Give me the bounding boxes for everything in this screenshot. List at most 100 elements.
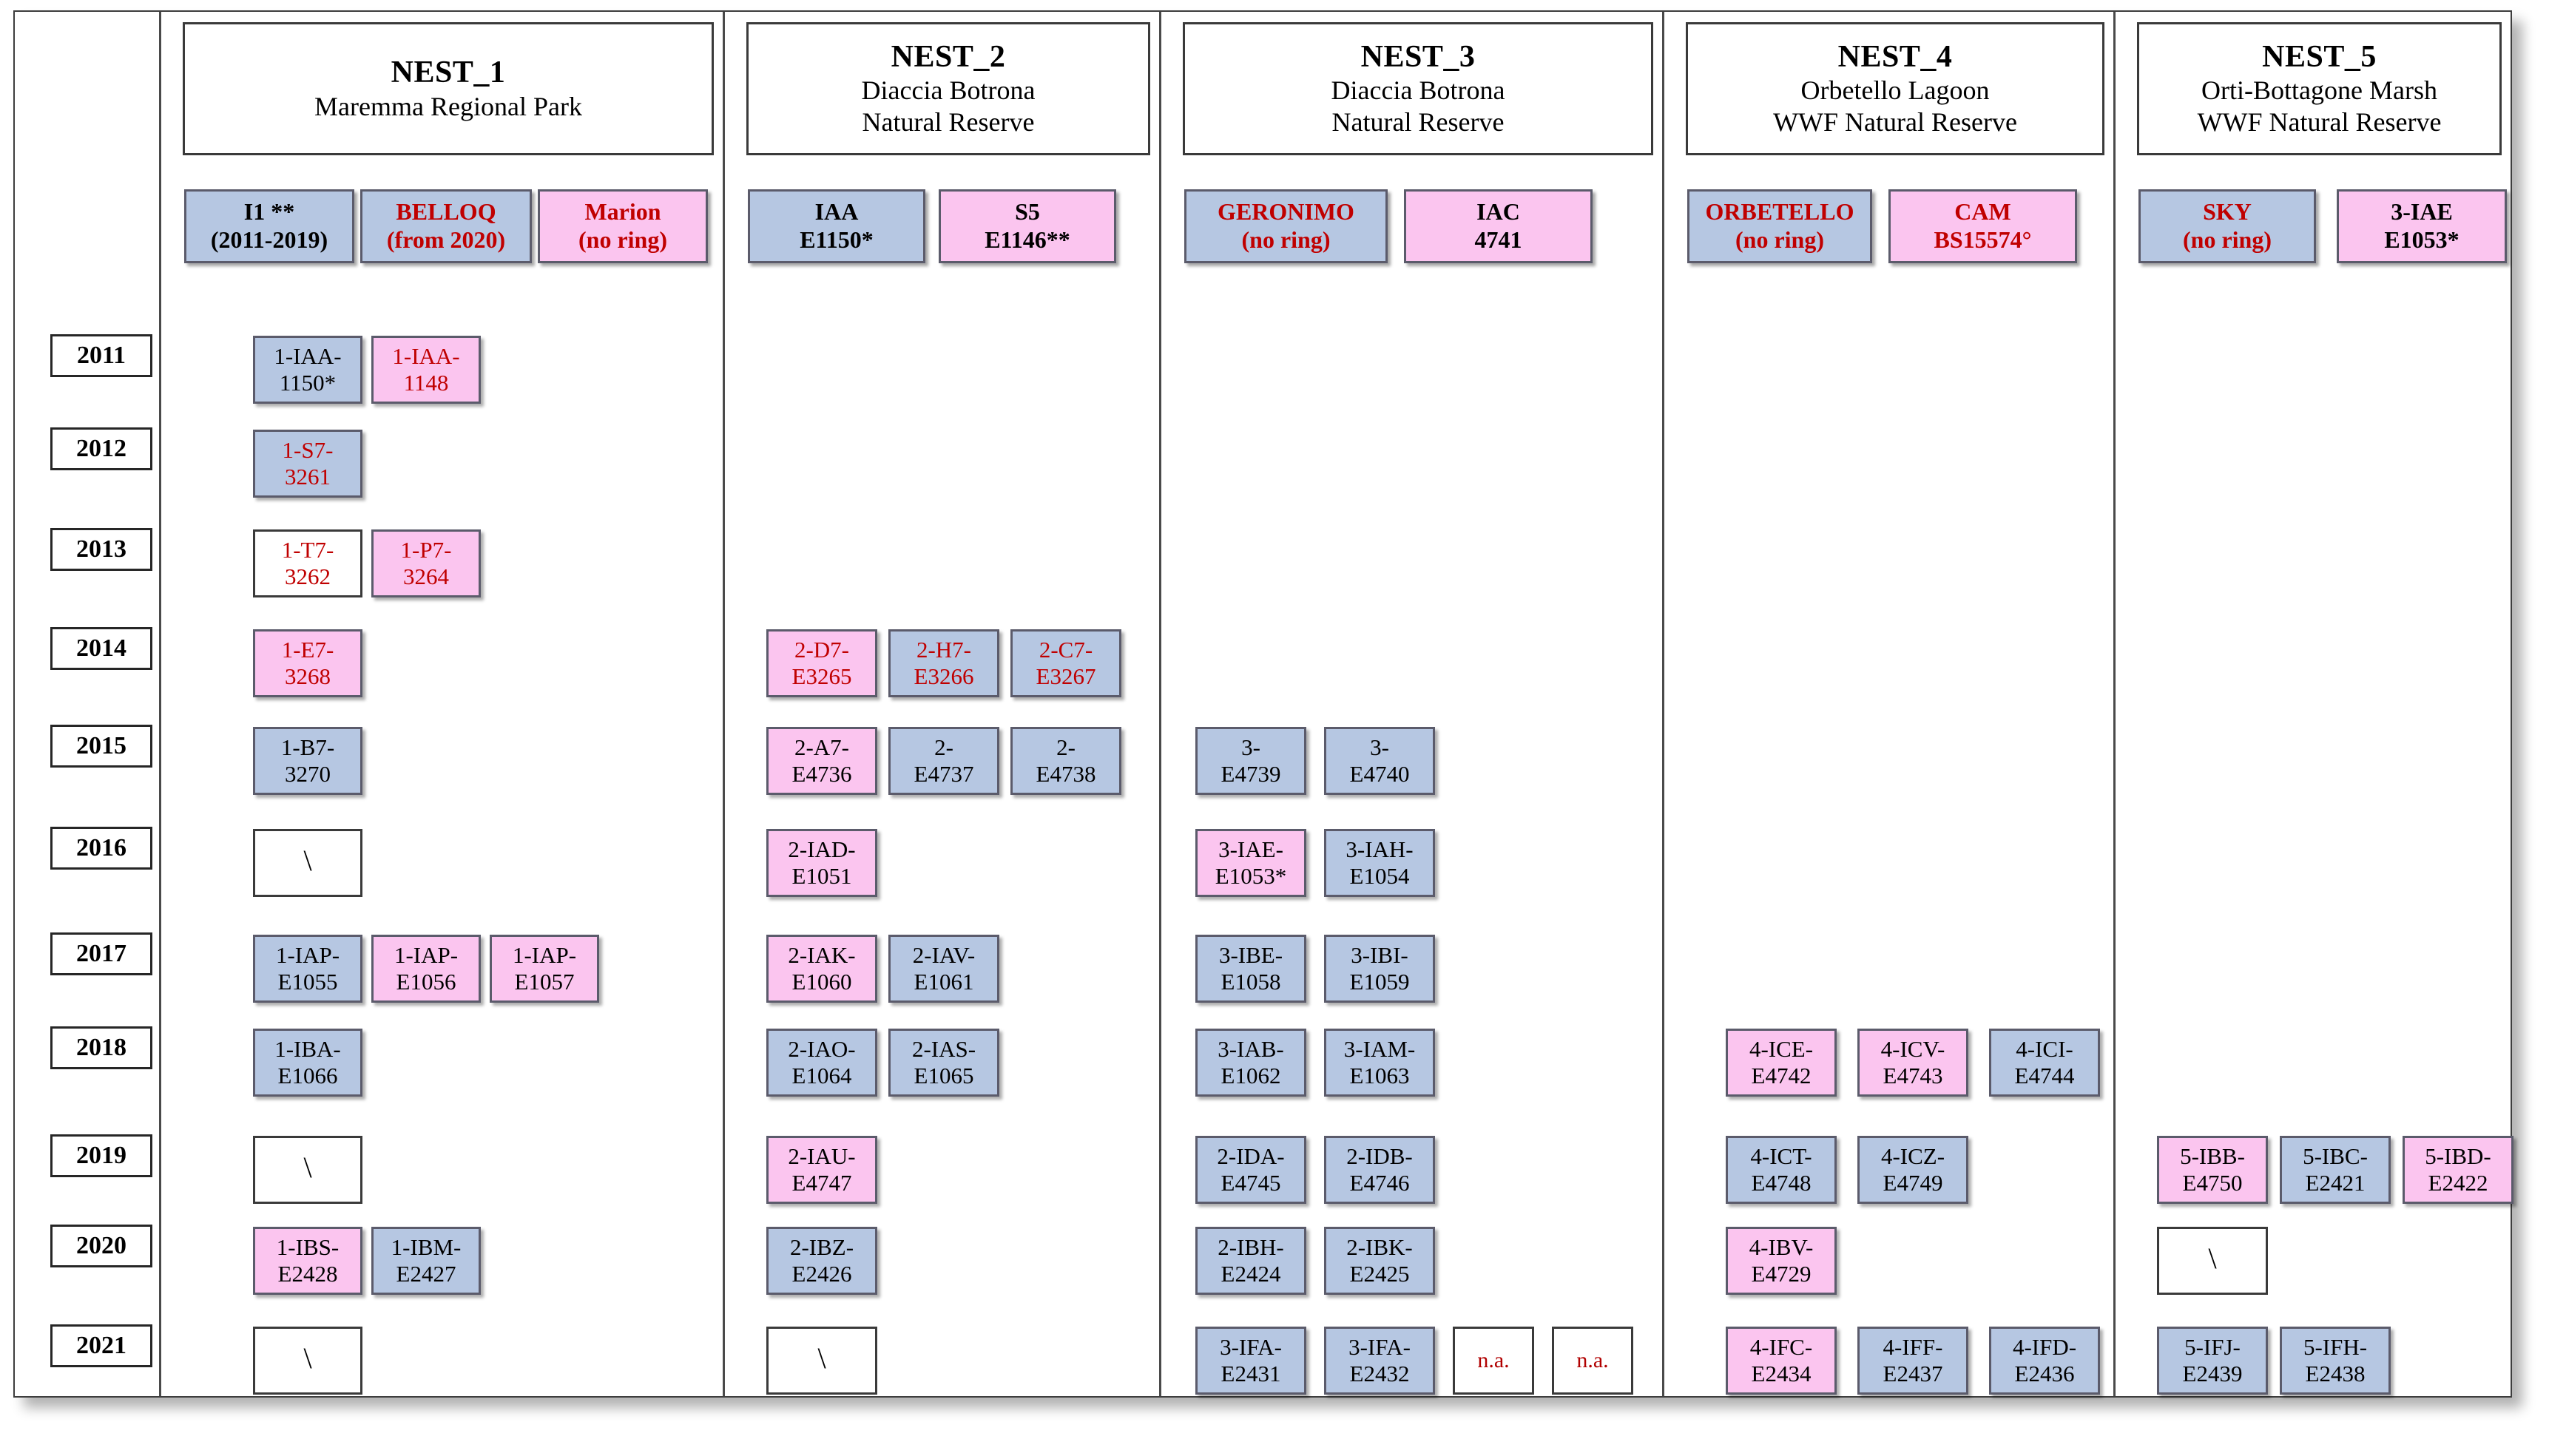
adult-bird-name: CAM xyxy=(1954,198,2011,226)
chick-cell: 1-S7-3261 xyxy=(253,430,362,498)
empty-cell-marker: \ xyxy=(253,829,362,897)
chick-cell: 1-IAP-E1057 xyxy=(490,935,599,1003)
year-label-2012: 2012 xyxy=(50,427,152,470)
chick-code-line1: 2-IAO- xyxy=(788,1036,856,1063)
chick-code-line1: 1-P7- xyxy=(400,537,452,563)
adult-bird-box: ORBETELLO(no ring) xyxy=(1687,189,1872,263)
chick-code-line2: E2422 xyxy=(2428,1170,2488,1196)
chick-code-line1: 5-IFJ- xyxy=(2184,1334,2241,1361)
chick-cell: 2-IDA-E4745 xyxy=(1195,1136,1306,1204)
chick-code-line2: E4739 xyxy=(1221,761,1281,787)
chick-code-line1: 1-B7- xyxy=(280,734,335,761)
not-available-cell: n.a. xyxy=(1552,1327,1633,1395)
nest-location-line: Diaccia Botrona xyxy=(1331,75,1505,105)
chick-code-line2: E2434 xyxy=(1751,1361,1812,1386)
chick-cell: 2-H7-E3266 xyxy=(888,629,999,697)
chick-code-line2: E2426 xyxy=(791,1261,852,1287)
chick-cell: 3-IAB-E1062 xyxy=(1195,1029,1306,1097)
chick-code-line1: 3- xyxy=(1370,734,1389,761)
nest-title: NEST_2 xyxy=(891,39,1006,74)
year-label-2013: 2013 xyxy=(50,528,152,571)
chick-cell: 3-IAE-E1053* xyxy=(1195,829,1306,897)
empty-cell-marker: \ xyxy=(766,1327,877,1395)
chick-code-line2: E1058 xyxy=(1221,969,1281,995)
chick-code-line1: 5-IBC- xyxy=(2303,1143,2368,1170)
nest-title: NEST_5 xyxy=(2262,39,2377,74)
chick-code-line2: 1150* xyxy=(279,370,337,396)
chick-code-line2: E4736 xyxy=(791,761,852,787)
chick-code-line1: 1-IAA- xyxy=(274,343,342,370)
chick-code-line2: E2431 xyxy=(1221,1361,1281,1386)
chick-code-line1: 4-IFF- xyxy=(1883,1334,1943,1361)
column-divider-2 xyxy=(723,12,725,1396)
chick-code-line1: 1-IAP- xyxy=(512,942,577,969)
adult-bird-name: IAA xyxy=(814,198,859,226)
chick-code-line1: 1-IBS- xyxy=(276,1234,340,1261)
nest-location-line: Natural Reserve xyxy=(1331,107,1505,138)
chick-code-line2: E4740 xyxy=(1349,761,1410,787)
adult-bird-detail: E1150* xyxy=(800,226,874,253)
year-label-2011: 2011 xyxy=(50,334,152,377)
chick-code-line1: 1-IAP- xyxy=(275,942,340,969)
chick-cell: 1-IBA-E1066 xyxy=(253,1029,362,1097)
chick-cell: 4-IFF-E2437 xyxy=(1857,1327,1968,1395)
chick-cell: 2-IBZ-E2426 xyxy=(766,1227,877,1295)
adult-bird-detail: E1053* xyxy=(2384,226,2459,253)
chick-code-line2: E3267 xyxy=(1036,663,1096,689)
chick-code-line2: E1061 xyxy=(914,969,974,995)
chick-code-line2: E4747 xyxy=(791,1170,852,1196)
chick-code-line2: 3262 xyxy=(285,563,331,589)
adult-bird-detail: 4741 xyxy=(1474,226,1522,253)
adult-bird-box: Marion(no ring) xyxy=(538,189,708,263)
chick-code-line2: E1064 xyxy=(791,1063,852,1088)
year-label-2017: 2017 xyxy=(50,932,152,975)
chick-code-line2: E4748 xyxy=(1751,1170,1812,1196)
adult-bird-name: 3-IAE xyxy=(2391,198,2453,226)
nest-location-line: Natural Reserve xyxy=(862,107,1035,138)
empty-cell-marker: \ xyxy=(253,1136,362,1204)
chick-cell: 2-E4738 xyxy=(1010,727,1121,795)
chick-code-line1: 4-ICV- xyxy=(1880,1036,1945,1063)
chick-cell: 1-IAP-E1056 xyxy=(371,935,481,1003)
chick-cell: 2-IBH-E2424 xyxy=(1195,1227,1306,1295)
chick-cell: 4-ICT-E4748 xyxy=(1726,1136,1837,1204)
chick-code-line2: 3264 xyxy=(403,563,449,589)
year-label-2019: 2019 xyxy=(50,1134,152,1177)
year-label-2015: 2015 xyxy=(50,725,152,768)
chick-cell: 2-IAK-E1060 xyxy=(766,935,877,1003)
chick-code-line1: 4-ICE- xyxy=(1749,1036,1814,1063)
chick-cell: 2-IAO-E1064 xyxy=(766,1029,877,1097)
year-label-2021: 2021 xyxy=(50,1324,152,1367)
chick-cell: 5-IFJ-E2439 xyxy=(2157,1327,2268,1395)
chick-code-line2: E2438 xyxy=(2305,1361,2366,1386)
chick-cell: 2-IAD-E1051 xyxy=(766,829,877,897)
adult-bird-detail: (2011-2019) xyxy=(210,226,328,253)
adult-birds-row: I1 **(2011-2019)BELLOQ(from 2020)Marion(… xyxy=(174,189,723,269)
chick-code-line1: 2-D7- xyxy=(794,637,850,663)
chick-code-line2: 3270 xyxy=(285,761,331,787)
chick-code-line1: 3-IAM- xyxy=(1343,1036,1416,1063)
chick-code-line2: E3265 xyxy=(791,663,852,689)
chick-code-line1: 2-IAD- xyxy=(788,836,856,863)
chick-cell: 4-ICI-E4744 xyxy=(1989,1029,2100,1097)
chick-code-line1: 2- xyxy=(1056,734,1076,761)
chick-code-line2: E4738 xyxy=(1036,761,1096,787)
adult-bird-box: I1 **(2011-2019) xyxy=(184,189,354,263)
chick-code-line2: E2427 xyxy=(396,1261,456,1287)
nest-location-line: WWF Natural Reserve xyxy=(1773,107,2017,138)
chick-code-line1: 2-C7- xyxy=(1039,637,1093,663)
chick-cell: 1-IAA-1148 xyxy=(371,336,481,404)
chick-code-line2: E1059 xyxy=(1349,969,1410,995)
nest-location-line: WWF Natural Reserve xyxy=(2197,107,2442,138)
chick-cell: 1-P7-3264 xyxy=(371,529,481,597)
chick-cell: 1-IAA-1150* xyxy=(253,336,362,404)
chick-code-line2: E1056 xyxy=(396,969,456,995)
column-divider-1 xyxy=(159,12,161,1396)
adult-bird-name: ORBETELLO xyxy=(1705,198,1854,226)
year-label-2014: 2014 xyxy=(50,627,152,670)
